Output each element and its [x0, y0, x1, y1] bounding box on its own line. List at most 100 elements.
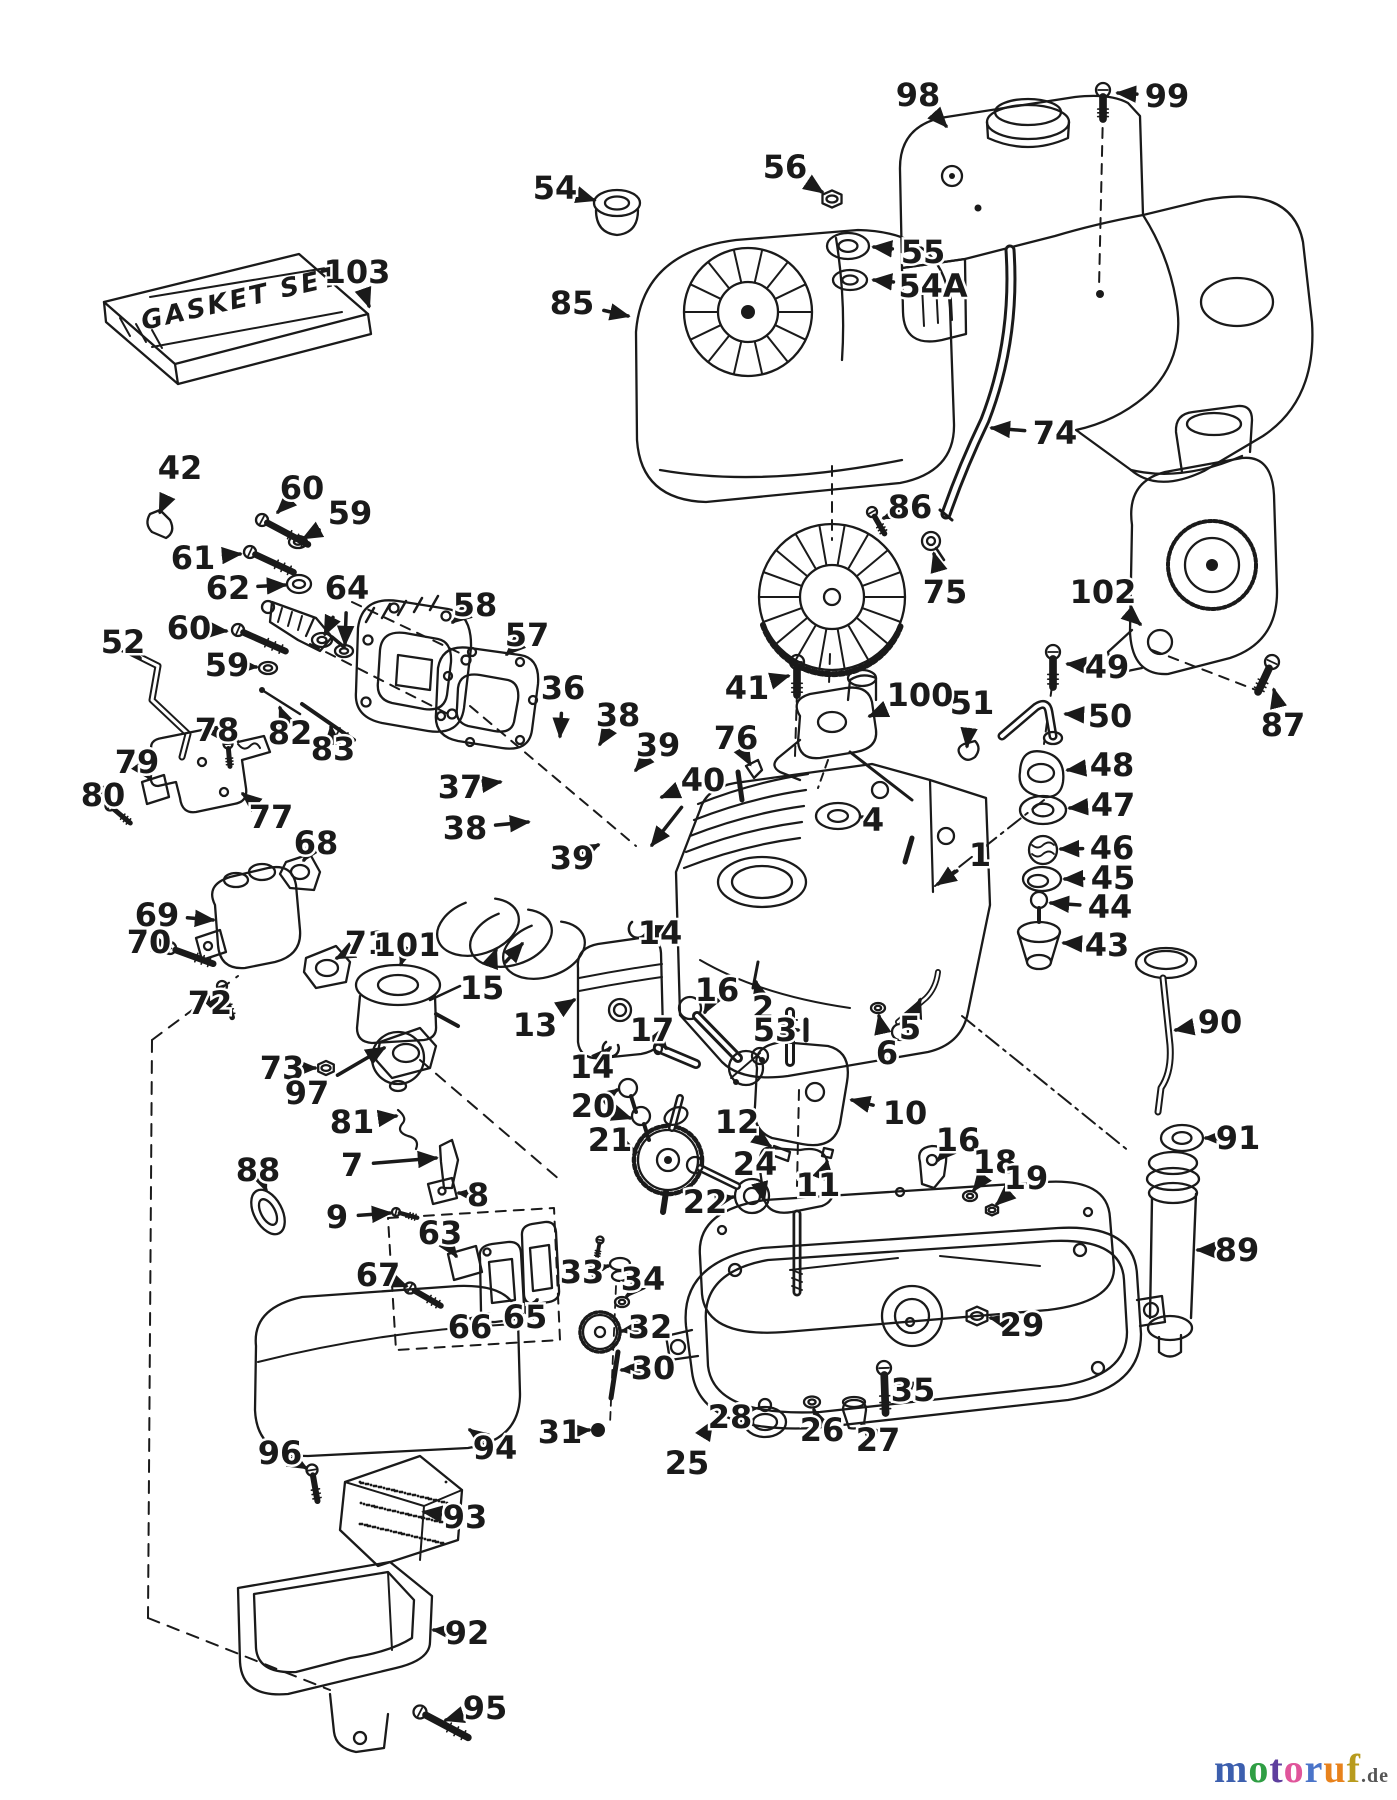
bolt-60a [254, 512, 312, 548]
eyelet-75-inner [925, 535, 937, 547]
head-plate-58 [354, 599, 473, 733]
screen-46-tex2 [1031, 850, 1055, 858]
part-callout-82: 82 [268, 714, 313, 752]
part-callout-19: 19 [1004, 1159, 1049, 1197]
callout-arrow [468, 1312, 491, 1332]
callout-arrow [874, 1013, 892, 1036]
gasket-57-hole-4 [527, 694, 539, 706]
bolt-49 [1044, 643, 1062, 691]
callout-arrow [905, 997, 923, 1021]
part-callout-35: 35 [891, 1371, 936, 1409]
filler-tube-89-tip [1157, 1333, 1183, 1358]
part-callout-39: 39 [550, 839, 595, 877]
bushing-62-inner [291, 578, 307, 590]
callout-arrow [936, 1140, 958, 1162]
piston-groove-1 [578, 963, 663, 979]
cup-45 [1021, 865, 1063, 893]
spark-plug-hex [304, 616, 316, 638]
axis-100-down [817, 759, 829, 789]
manifold-69-flange [194, 928, 228, 962]
callout-arrow [659, 781, 683, 799]
part-callout-33: 33 [560, 1253, 605, 1291]
dash-carb [419, 1059, 561, 1181]
pan-bolt-3 [1090, 1360, 1106, 1376]
washer-54a [831, 268, 869, 292]
gasket-24-hole-1 [716, 1224, 728, 1236]
part-callout-79: 79 [115, 743, 160, 781]
muffler-66-hole1 [482, 1247, 492, 1257]
pump-22-plunger [685, 1155, 705, 1175]
part-callout-22: 22 [683, 1183, 728, 1221]
part-callout-44: 44 [1088, 888, 1133, 926]
part-callout-85: 85 [550, 284, 595, 322]
part-callout-42: 42 [158, 449, 203, 487]
callout-arrow [1120, 605, 1143, 626]
part-callout-8: 8 [467, 1176, 489, 1214]
tank-dot [974, 204, 982, 212]
callout-arrow [703, 991, 722, 1015]
part-callout-74: 74 [1033, 414, 1078, 452]
eyelet-75-tail [934, 546, 946, 562]
part-callout-73: 73 [260, 1049, 305, 1087]
callout-arrow [467, 1428, 490, 1448]
part-callout-12: 12 [715, 1103, 760, 1141]
callout-arrow [221, 546, 243, 565]
callout-arrow [871, 240, 895, 258]
plate-58-hole-3 [440, 610, 452, 622]
air-tray-92-rim [252, 1570, 416, 1674]
air-filter-93 [338, 1454, 464, 1568]
part-callout-97: 97 [285, 1074, 330, 1112]
piston-groove-2 [578, 976, 663, 992]
screw-86 [865, 505, 888, 537]
part-callout-39: 39 [636, 726, 681, 764]
part-callout-88: 88 [236, 1151, 281, 1189]
recoil-hole [1146, 628, 1174, 656]
part-callout-6: 6 [876, 1034, 898, 1072]
axis-48 [1043, 685, 1053, 745]
gasket-57-opening [455, 673, 520, 733]
callout-arrow [574, 186, 597, 204]
block-stud-1 [735, 769, 745, 803]
nut-19 [984, 1203, 1000, 1217]
key-11 [820, 1146, 835, 1160]
housing-contour [658, 458, 904, 479]
seal-4 [814, 801, 862, 831]
governor-arm [848, 750, 914, 802]
air-cover-94 [253, 1284, 522, 1458]
plate-58-hole-1 [362, 634, 374, 646]
part-callout-66: 66 [448, 1308, 493, 1346]
recoil-handle-grip [1185, 411, 1243, 437]
callout-arrow [120, 639, 143, 660]
callout-arrow [493, 815, 531, 833]
callout-arrow [591, 1045, 612, 1068]
part-callout-37: 37 [438, 768, 483, 806]
cylinder-block-1 [674, 762, 992, 1079]
bolt-99 [1094, 81, 1112, 123]
gov-gear-32 [581, 1313, 619, 1351]
gov-screw-34 [593, 1235, 605, 1260]
key-42 [146, 508, 174, 540]
clip-51 [957, 739, 980, 761]
muffler-66-inner [487, 1257, 517, 1305]
part-callout-16: 16 [695, 971, 740, 1009]
fuel-tank-front [900, 257, 968, 343]
callout-arrow [150, 934, 173, 952]
dash-left-1 [147, 1039, 153, 1619]
exhaust-gasket-88 [250, 1188, 286, 1236]
deflector-63 [446, 1244, 484, 1282]
callout-arrow [398, 944, 415, 967]
part-callout-89: 89 [1215, 1231, 1260, 1269]
callout-arrow [602, 303, 631, 321]
cam-lobe [663, 1106, 689, 1126]
part-callout-32: 32 [628, 1308, 673, 1346]
tube-74-end [938, 508, 954, 522]
clamp-16b [918, 1144, 948, 1190]
callout-arrow [450, 603, 473, 624]
callout-arrow [335, 1046, 387, 1077]
callout-arrow [619, 1319, 642, 1338]
gasket-57-hole-6 [464, 736, 476, 748]
gasket-24-hole-3 [1082, 1206, 1094, 1218]
gasket-57-hole-3 [514, 656, 526, 668]
part-callout-36: 36 [541, 669, 586, 707]
callout-arrow [989, 420, 1027, 439]
